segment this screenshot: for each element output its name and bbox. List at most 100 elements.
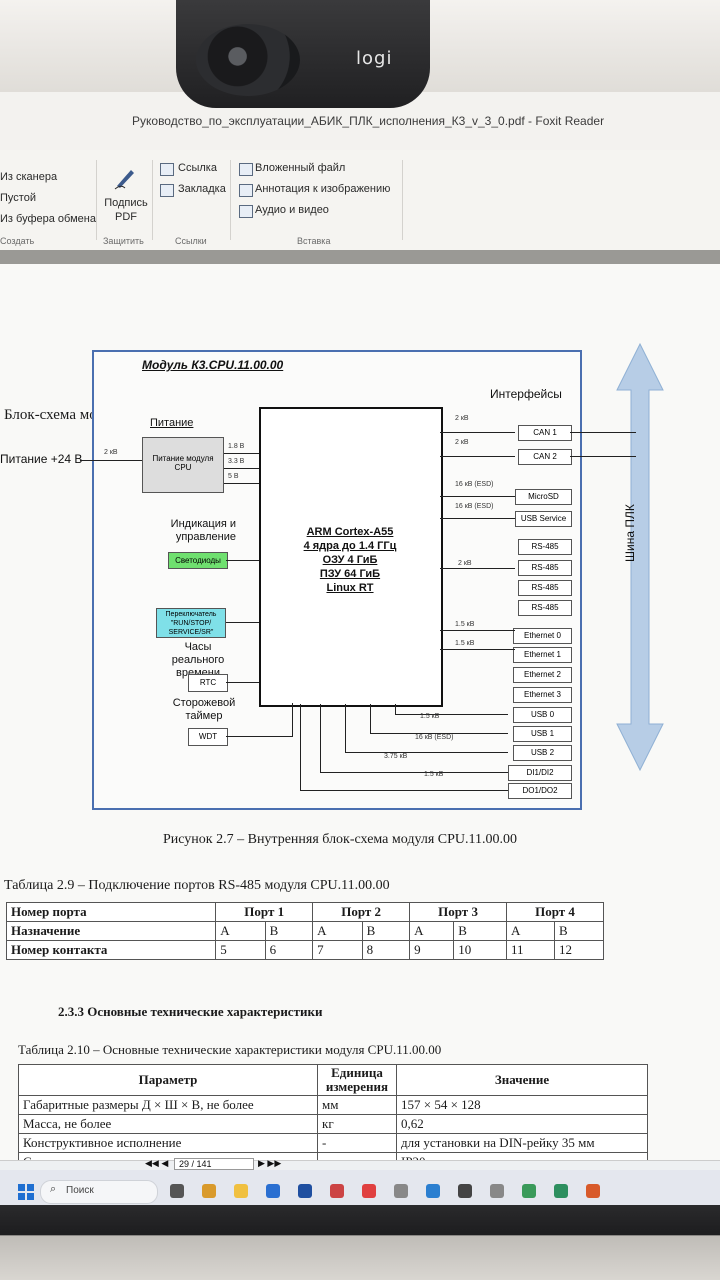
- taskbar-app-icon[interactable]: [522, 1184, 536, 1198]
- group-links-label: Ссылки: [175, 236, 207, 246]
- table-cell: 8: [361, 940, 411, 960]
- diagram-module-title: Модуль К3.CPU.11.00.00: [142, 358, 284, 372]
- power-section-label: Питание: [150, 417, 194, 429]
- port-box: CAN 2: [518, 449, 572, 465]
- table-header-cell: Единица измерения: [317, 1064, 397, 1096]
- ribbon-divider: [152, 160, 153, 240]
- page-number-input[interactable]: 29 / 141: [174, 1158, 254, 1170]
- prev-page-icon[interactable]: ◀◀ ◀: [145, 1158, 169, 1168]
- leds-box: Светодиоды: [168, 552, 228, 569]
- attached-file-button[interactable]: Вложенный файл: [255, 162, 346, 174]
- taskbar-app-icon[interactable]: [426, 1184, 440, 1198]
- port-box: USB 0: [513, 707, 572, 723]
- rtc-box: RTC: [188, 674, 228, 692]
- table-cell: -: [317, 1133, 397, 1153]
- taskbar-app-icon[interactable]: [394, 1184, 408, 1198]
- cpu-line: Linux RT: [326, 582, 374, 594]
- bookmark-button[interactable]: Закладка: [178, 183, 226, 195]
- table-cell: мм: [317, 1095, 397, 1115]
- port-box: USB 2: [513, 745, 572, 761]
- table-cell: A: [409, 921, 455, 941]
- pdf-navigation-bar: [0, 1160, 720, 1171]
- sign-pdf-button[interactable]: Подпись PDF: [104, 197, 148, 223]
- table-cell: 11: [506, 940, 555, 960]
- link-button[interactable]: Ссылка: [178, 162, 217, 174]
- signal-line: [440, 649, 515, 650]
- table-cell: B: [553, 921, 605, 941]
- taskbar-app-icon[interactable]: [586, 1184, 600, 1198]
- table-header-cell: Значение: [396, 1064, 648, 1096]
- figure-caption: Рисунок 2.7 – Внутренняя блок-схема моду…: [163, 832, 517, 847]
- taskbar-app-icon[interactable]: [202, 1184, 216, 1198]
- table-header-cell: Порт 3: [409, 902, 508, 922]
- wdt-line: [292, 703, 293, 737]
- signal-line: [395, 714, 508, 715]
- taskbar-app-icon[interactable]: [490, 1184, 504, 1198]
- taskbar-app-icon[interactable]: [170, 1184, 184, 1198]
- table210-caption: Таблица 2.10 – Основные технические хара…: [18, 1042, 442, 1057]
- monitor-screen: Руководство_по_эксплуатации_АБИК_ПЛК_исп…: [0, 92, 720, 1205]
- taskbar-app-icon[interactable]: [458, 1184, 472, 1198]
- signal-line: [320, 772, 508, 773]
- group-insert-label: Вставка: [297, 236, 331, 246]
- section-heading: 2.3.3 Основные технические характеристик…: [58, 1004, 323, 1019]
- rs485-ports-table: Номер порта Порт 1 Порт 2 Порт 3 Порт 4 …: [5, 902, 605, 960]
- table-cell: 9: [409, 940, 455, 960]
- port-box: MicroSD: [515, 489, 572, 505]
- isolation-label: 16 кВ (ESD): [415, 734, 454, 741]
- next-page-icon[interactable]: ▶ ▶▶: [258, 1158, 282, 1168]
- bus-line: [570, 432, 636, 433]
- blank-button[interactable]: Пустой: [0, 192, 36, 204]
- iso-label: 2 кВ: [104, 449, 118, 456]
- isolation-label: 16 кВ (ESD): [455, 481, 494, 488]
- signal-line: [440, 518, 515, 519]
- table-cell: 157 × 54 × 128: [396, 1095, 648, 1115]
- taskbar-app-icon[interactable]: [266, 1184, 280, 1198]
- taskbar-app-icon[interactable]: [330, 1184, 344, 1198]
- power-input-label: Питание +24 В: [0, 452, 83, 466]
- from-scanner-button[interactable]: Из сканера: [0, 171, 58, 183]
- window-title: Руководство_по_эксплуатации_АБИК_ПЛК_исп…: [132, 114, 605, 128]
- leds-line: [226, 560, 259, 561]
- isolation-label: 16 кВ (ESD): [455, 503, 494, 510]
- table-cell: 0,62: [396, 1114, 648, 1134]
- table-header-cell: Номер порта: [5, 902, 217, 922]
- windows-start-icon[interactable]: [18, 1184, 34, 1205]
- signal-line: [440, 630, 515, 631]
- signal-line: [300, 790, 508, 791]
- isolation-label: 1.5 кВ: [420, 713, 440, 720]
- signal-line: [370, 704, 371, 733]
- taskbar-search-placeholder: Поиск: [66, 1185, 94, 1196]
- table-header-row: Номер порта Порт 1 Порт 2 Порт 3 Порт 4: [5, 902, 604, 922]
- taskbar-app-icon[interactable]: [234, 1184, 248, 1198]
- signal-line: [300, 704, 301, 790]
- image-annotation-button[interactable]: Аннотация к изображению: [255, 183, 391, 195]
- port-box: DO1/DO2: [508, 783, 572, 799]
- signal-line: [345, 752, 508, 753]
- port-box: RS-485: [518, 539, 572, 555]
- audio-video-button[interactable]: Аудио и видео: [255, 204, 329, 216]
- port-box: USB 1: [513, 726, 572, 742]
- signal-line: [440, 496, 515, 497]
- taskbar-search-box[interactable]: [40, 1180, 158, 1204]
- video-icon: [239, 205, 253, 218]
- table-cell: 12: [553, 940, 605, 960]
- taskbar-app-icon[interactable]: [362, 1184, 376, 1198]
- table-row: Конструктивное исполнение - для установк…: [18, 1133, 648, 1153]
- table-header-cell: Порт 2: [312, 902, 411, 922]
- wdt-box: WDT: [188, 728, 228, 746]
- table-cell: 5: [215, 940, 266, 960]
- wdt-section-label: Сторожевой таймер: [172, 697, 236, 722]
- table-cell: 6: [264, 940, 314, 960]
- isolation-label: 2 кВ: [455, 439, 469, 446]
- taskbar-app-icon[interactable]: [298, 1184, 312, 1198]
- taskbar-app-icon[interactable]: [554, 1184, 568, 1198]
- table-cell: Габаритные размеры Д × Ш × В, не более: [18, 1095, 318, 1115]
- from-clipboard-button[interactable]: Из буфера обмена: [0, 213, 96, 225]
- table-cell: для установки на DIN-рейку 35 мм: [396, 1133, 648, 1153]
- table-row: Назначение A B A B A B A B: [5, 921, 605, 941]
- signal-line: [320, 704, 321, 772]
- monitor-bezel-bottom: [0, 1205, 720, 1280]
- signal-line: [440, 456, 515, 457]
- table-header-cell: Порт 1: [215, 902, 314, 922]
